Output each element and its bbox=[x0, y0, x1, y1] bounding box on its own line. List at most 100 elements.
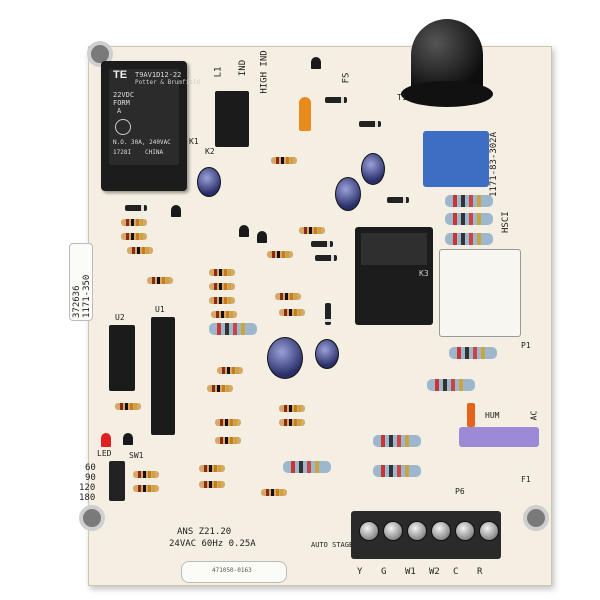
diode bbox=[325, 303, 331, 325]
label-k3: K3 bbox=[419, 269, 429, 278]
terminal-screw-w1[interactable] bbox=[407, 521, 427, 541]
delay-180: 180 bbox=[79, 493, 96, 503]
resistor-large-6 bbox=[209, 323, 257, 335]
delay-120: 120 bbox=[79, 483, 96, 493]
terminal-screw-c[interactable] bbox=[455, 521, 475, 541]
diode bbox=[311, 241, 333, 247]
label-high-ind: HIGH IND bbox=[259, 50, 270, 94]
label-t1: T1 bbox=[397, 93, 407, 102]
barcode-text: 471050-0163 bbox=[212, 567, 252, 574]
relay-form: FORM bbox=[113, 99, 130, 107]
label-ac: AC bbox=[529, 410, 539, 421]
diode bbox=[359, 121, 381, 127]
terminal-screw-g[interactable] bbox=[383, 521, 403, 541]
label-l1: L1 bbox=[213, 66, 224, 78]
resistor-small bbox=[211, 311, 237, 318]
terminal-screw-r[interactable] bbox=[479, 521, 499, 541]
transistor bbox=[257, 231, 267, 243]
label-k2: K2 bbox=[205, 147, 215, 156]
relay-k1: TE T9AV1D12-22 Potter & Brumfield 22VDC … bbox=[101, 61, 200, 191]
transistor bbox=[123, 433, 133, 445]
barcode-sticker: 471050-0163 bbox=[181, 561, 287, 583]
label-u2: U2 bbox=[115, 313, 125, 322]
resistor-small bbox=[199, 465, 225, 472]
relay-model: T9AV1D12-22 bbox=[135, 71, 182, 79]
fuse-f1 bbox=[459, 427, 539, 447]
label-fs: FS bbox=[341, 72, 352, 84]
resistor-small bbox=[275, 293, 301, 300]
hum-terminal-orange bbox=[467, 403, 475, 427]
label-hum: HUM bbox=[485, 411, 500, 420]
connector-p1 bbox=[439, 249, 521, 337]
delay-60: 60 bbox=[85, 463, 96, 473]
label-ind: IND bbox=[238, 59, 249, 77]
diode bbox=[125, 205, 147, 211]
terminal-label: Y bbox=[357, 567, 363, 577]
resistor-small bbox=[279, 405, 305, 412]
capacitor-4 bbox=[267, 337, 303, 379]
resistor-small bbox=[207, 385, 233, 392]
label-led: LED bbox=[97, 449, 112, 458]
relay-code: 1728I bbox=[113, 149, 132, 156]
relay-rating: N.O. 30A, 240VAC bbox=[113, 139, 171, 146]
resistor-small bbox=[209, 283, 235, 290]
board-part-number: 1171-83-302A bbox=[489, 131, 499, 197]
resistor-r2 bbox=[445, 213, 493, 225]
resistor-large-7 bbox=[283, 461, 331, 473]
relay-maker: Potter & Brumfield bbox=[135, 79, 201, 86]
auto-stage-label: AUTO STAGE bbox=[311, 541, 354, 549]
resistor-small bbox=[133, 471, 159, 478]
resistor-small bbox=[115, 403, 141, 410]
transformer-t1 bbox=[401, 19, 493, 139]
terminal-screw-y[interactable] bbox=[359, 521, 379, 541]
terminal-label: W2 bbox=[429, 567, 440, 577]
resistor-small bbox=[299, 227, 325, 234]
resistor-small bbox=[279, 419, 305, 426]
resistor-small bbox=[209, 269, 235, 276]
capacitor-3 bbox=[361, 153, 385, 185]
delay-90: 90 bbox=[85, 473, 96, 483]
resistor-r3 bbox=[445, 233, 493, 245]
ul-mark-icon bbox=[115, 119, 131, 135]
ans-standard: ANS Z21.20 bbox=[177, 527, 232, 537]
diode bbox=[315, 255, 337, 261]
resistor-small bbox=[209, 297, 235, 304]
thermostat-terminal-block bbox=[351, 511, 501, 559]
capacitor-5 bbox=[315, 339, 339, 369]
relay-k3 bbox=[355, 227, 433, 325]
resistor-large-9 bbox=[373, 465, 421, 477]
transistor bbox=[239, 225, 249, 237]
power-rating: 24VAC 60Hz 0.25A bbox=[169, 539, 256, 549]
resistor-small bbox=[215, 437, 241, 444]
sticker-line-1: 372636 bbox=[72, 285, 82, 318]
label-p1: P1 bbox=[521, 341, 531, 350]
resistor-large-8 bbox=[373, 435, 421, 447]
dip-switch-sw1[interactable] bbox=[109, 461, 125, 501]
terminal-label: R bbox=[477, 567, 483, 577]
ic-u2 bbox=[109, 325, 135, 391]
mounting-hole-bottom-right bbox=[523, 505, 549, 531]
mounting-hole-top-left bbox=[87, 41, 113, 67]
label-f1: F1 bbox=[521, 475, 531, 484]
relay-form-letter: A bbox=[117, 107, 122, 115]
ceramic-capacitor bbox=[299, 97, 311, 131]
terminal-label: C bbox=[453, 567, 459, 577]
film-capacitor bbox=[423, 131, 489, 187]
terminal-label: G bbox=[381, 567, 387, 577]
resistor-large-5 bbox=[427, 379, 475, 391]
transistor bbox=[171, 205, 181, 217]
resistor-small bbox=[279, 309, 305, 316]
resistor-small bbox=[217, 367, 243, 374]
resistor-small bbox=[121, 233, 147, 240]
resistor-small bbox=[215, 419, 241, 426]
terminal-screw-w2[interactable] bbox=[431, 521, 451, 541]
resistor-small bbox=[127, 247, 153, 254]
resistor-small bbox=[267, 251, 293, 258]
resistor-small bbox=[271, 157, 297, 164]
relay-k2 bbox=[215, 91, 249, 147]
label-p6: P6 bbox=[455, 487, 465, 496]
left-sticker: 372636 1171-350 bbox=[69, 243, 93, 321]
resistor-r1 bbox=[445, 195, 493, 207]
status-led bbox=[101, 433, 111, 447]
